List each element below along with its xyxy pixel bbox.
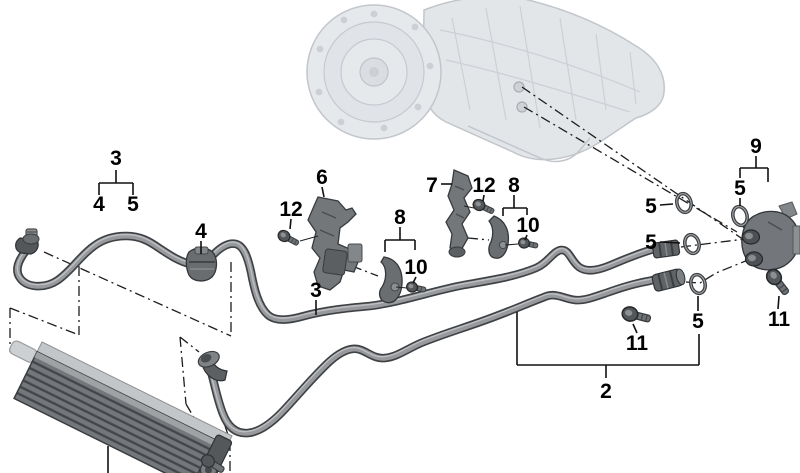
callout-11-line[interactable]: 11: [626, 332, 649, 355]
callout-5-line3[interactable]: 5: [645, 231, 657, 254]
left-box: [9, 266, 80, 358]
port-boss-lower: [516, 101, 528, 113]
bolt-10-right: [518, 237, 539, 249]
callout-7[interactable]: 7: [426, 174, 438, 197]
holder8a-bolt-leader: [395, 286, 408, 289]
callout-labels: 3 4 5 4 6 12 3 8 10 7 12 8 10 9 5 5 5 5 …: [93, 135, 790, 403]
callout-8-right[interactable]: 8: [508, 174, 520, 197]
callout-6[interactable]: 6: [316, 166, 328, 189]
callout-5-connector[interactable]: 5: [734, 177, 746, 200]
callout-8-left[interactable]: 8: [394, 206, 406, 229]
callout-12-right[interactable]: 12: [472, 174, 495, 197]
callout-10-right[interactable]: 10: [516, 214, 539, 237]
callout-10-left[interactable]: 10: [404, 256, 427, 279]
port-boss-upper: [513, 81, 525, 93]
pipe2-end-fitting: [651, 268, 686, 292]
bolt10a-leader: [412, 276, 417, 284]
oil-cooler: [9, 340, 233, 473]
bolt12a-leader: [289, 218, 292, 230]
pipe3-elbow-fitting: [15, 228, 40, 255]
fitting3-to-connector: [680, 238, 746, 248]
bell-bolt-dots: [315, 10, 434, 132]
callout-4-clamp[interactable]: 4: [195, 220, 207, 243]
oring-line2-end: [689, 272, 707, 296]
oring-connector: [731, 204, 749, 228]
cooler-fitting-hole: [204, 466, 212, 473]
port-line-lower: [523, 106, 738, 233]
callout-5-group[interactable]: 5: [127, 193, 139, 216]
callout-5-port[interactable]: 5: [645, 195, 657, 218]
bolt-11-line: [621, 306, 652, 323]
port-line-upper: [521, 86, 745, 241]
callout-11-connector[interactable]: 11: [768, 308, 791, 331]
bolt12b-to-bracket: [463, 205, 475, 209]
bracket6-leader: [321, 186, 325, 198]
callout-2-line[interactable]: 2: [600, 380, 612, 403]
fitting2-to-connector: [685, 259, 749, 284]
oring5a-leader: [659, 203, 674, 206]
line2-bracket: [516, 312, 700, 378]
bolt11a-leader: [632, 323, 638, 334]
holder-8-right: [488, 215, 510, 259]
cooler-top-highlight: [34, 351, 228, 452]
pipe2-body: [207, 274, 669, 436]
bolt11b-leader: [777, 295, 780, 310]
transmission-ribs: [439, 5, 641, 129]
oil-line-upper: [13, 228, 681, 324]
callout-9[interactable]: 9: [750, 135, 762, 158]
oring-line3-end: [683, 232, 701, 256]
pipe3-end-fitting: [651, 239, 681, 259]
callout-lines: [98, 156, 780, 378]
pipe2-elbow-fitting: [197, 350, 228, 382]
transmission-pan: [467, 125, 591, 163]
pipe3-highlight: [16, 233, 675, 319]
clamp-4: [185, 246, 218, 282]
transmission-ghost: [306, 0, 665, 163]
pipe2-highlight: [208, 274, 666, 433]
bolt10b-leader: [524, 234, 528, 241]
holder8b-bolt-leader: [504, 243, 519, 246]
oring-line3-port: [675, 191, 693, 215]
oring5b-leader: [659, 241, 681, 244]
callout-5-line2[interactable]: 5: [692, 310, 704, 333]
connector-9: [741, 201, 800, 271]
holder-8-left: [378, 256, 403, 304]
oil-line-lower: [197, 268, 686, 438]
cooler-core: [13, 350, 229, 473]
bolt-12-left: [277, 229, 300, 246]
bracket7-to-holder: [467, 237, 490, 241]
bolt-10-left: [406, 281, 427, 293]
callout-4-group[interactable]: 4: [93, 193, 105, 216]
holder8b-bracket: [502, 195, 528, 216]
bolt12b-leader: [482, 194, 485, 202]
holder8a-bracket: [384, 227, 416, 252]
bracket-6: [307, 196, 363, 291]
bolt12a-to-bracket: [299, 235, 319, 242]
callout-3-line[interactable]: 3: [310, 279, 322, 302]
bolt-11-connector: [765, 268, 790, 296]
cooler-fitting-bolt: [200, 454, 225, 473]
transmission-body: [422, 0, 665, 161]
group9-bracket: [739, 156, 769, 182]
group3-bracket: [98, 170, 134, 195]
callout-12-left[interactable]: 12: [279, 198, 302, 221]
pipe2-outline: [205, 272, 671, 438]
bell-hub-center: [369, 67, 379, 77]
bracket-7: [445, 169, 473, 258]
bolt-12-right: [472, 198, 495, 214]
callout-3-group[interactable]: 3: [110, 147, 122, 170]
